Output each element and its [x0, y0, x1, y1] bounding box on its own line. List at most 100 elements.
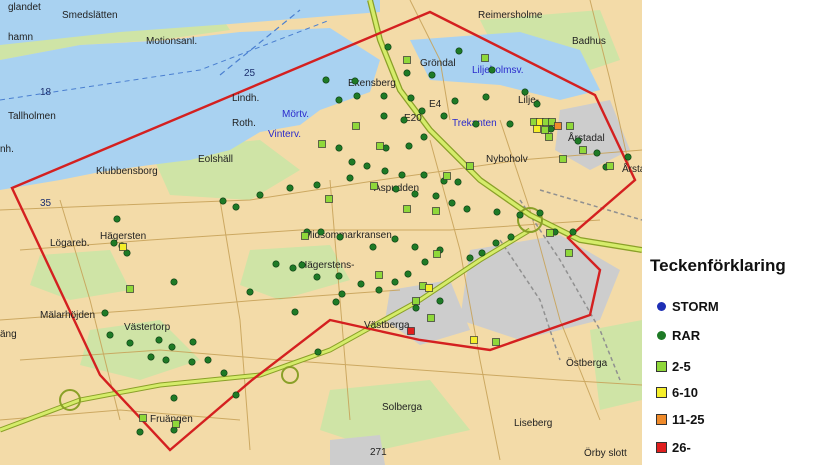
- rar-marker[interactable]: [593, 149, 601, 157]
- count-marker-c2_5[interactable]: [139, 414, 147, 422]
- rar-marker[interactable]: [289, 264, 297, 272]
- rar-marker[interactable]: [232, 391, 240, 399]
- rar-marker[interactable]: [412, 304, 420, 312]
- count-marker-c2_5[interactable]: [318, 140, 326, 148]
- rar-marker[interactable]: [380, 112, 388, 120]
- count-marker-c2_5[interactable]: [301, 232, 309, 240]
- rar-marker[interactable]: [404, 270, 412, 278]
- count-marker-c2_5[interactable]: [565, 249, 573, 257]
- rar-marker[interactable]: [400, 116, 408, 124]
- rar-marker[interactable]: [428, 71, 436, 79]
- rar-marker[interactable]: [110, 239, 118, 247]
- rar-marker[interactable]: [391, 235, 399, 243]
- rar-marker[interactable]: [335, 144, 343, 152]
- count-marker-c2_5[interactable]: [548, 118, 556, 126]
- rar-marker[interactable]: [155, 336, 163, 344]
- rar-marker[interactable]: [398, 171, 406, 179]
- rar-marker[interactable]: [298, 261, 306, 269]
- rar-marker[interactable]: [466, 254, 474, 262]
- rar-marker[interactable]: [448, 199, 456, 207]
- count-marker-c2_5[interactable]: [427, 314, 435, 322]
- rar-marker[interactable]: [506, 120, 514, 128]
- rar-marker[interactable]: [170, 278, 178, 286]
- rar-marker[interactable]: [536, 209, 544, 217]
- count-marker-c2_5[interactable]: [403, 56, 411, 64]
- rar-marker[interactable]: [313, 181, 321, 189]
- count-marker-c2_5[interactable]: [492, 338, 500, 346]
- rar-marker[interactable]: [113, 215, 121, 223]
- rar-marker[interactable]: [492, 239, 500, 247]
- rar-marker[interactable]: [533, 100, 541, 108]
- rar-marker[interactable]: [335, 272, 343, 280]
- rar-marker[interactable]: [188, 358, 196, 366]
- rar-marker[interactable]: [391, 278, 399, 286]
- rar-marker[interactable]: [353, 92, 361, 100]
- rar-marker[interactable]: [507, 233, 515, 241]
- rar-marker[interactable]: [420, 171, 428, 179]
- rar-marker[interactable]: [569, 228, 577, 236]
- rar-marker[interactable]: [420, 133, 428, 141]
- rar-marker[interactable]: [313, 273, 321, 281]
- rar-marker[interactable]: [463, 205, 471, 213]
- rar-marker[interactable]: [384, 43, 392, 51]
- rar-marker[interactable]: [332, 298, 340, 306]
- rar-marker[interactable]: [381, 167, 389, 175]
- count-marker-c6_10[interactable]: [533, 125, 541, 133]
- count-marker-c2_5[interactable]: [559, 155, 567, 163]
- rar-marker[interactable]: [436, 297, 444, 305]
- count-marker-c2_5[interactable]: [433, 250, 441, 258]
- count-marker-c2_5[interactable]: [466, 162, 474, 170]
- rar-marker[interactable]: [348, 158, 356, 166]
- count-marker-c2_5[interactable]: [579, 146, 587, 154]
- count-marker-c26[interactable]: [407, 327, 415, 335]
- rar-marker[interactable]: [338, 290, 346, 298]
- rar-marker[interactable]: [405, 142, 413, 150]
- rar-marker[interactable]: [317, 228, 325, 236]
- rar-marker[interactable]: [493, 208, 501, 216]
- rar-marker[interactable]: [170, 394, 178, 402]
- rar-marker[interactable]: [369, 243, 377, 251]
- rar-marker[interactable]: [432, 192, 440, 200]
- count-marker-c2_5[interactable]: [546, 229, 554, 237]
- count-marker-c2_5[interactable]: [172, 420, 180, 428]
- rar-marker[interactable]: [106, 331, 114, 339]
- rar-marker[interactable]: [624, 153, 632, 161]
- rar-marker[interactable]: [440, 112, 448, 120]
- count-marker-c2_5[interactable]: [432, 207, 440, 215]
- rar-marker[interactable]: [375, 286, 383, 294]
- rar-marker[interactable]: [147, 353, 155, 361]
- rar-marker[interactable]: [335, 96, 343, 104]
- count-marker-c2_5[interactable]: [376, 142, 384, 150]
- rar-marker[interactable]: [351, 77, 359, 85]
- rar-marker[interactable]: [418, 107, 426, 115]
- count-marker-c2_5[interactable]: [545, 133, 553, 141]
- rar-marker[interactable]: [411, 243, 419, 251]
- rar-marker[interactable]: [482, 93, 490, 101]
- rar-marker[interactable]: [291, 308, 299, 316]
- rar-marker[interactable]: [346, 174, 354, 182]
- count-marker-c6_10[interactable]: [425, 284, 433, 292]
- count-marker-c6_10[interactable]: [470, 336, 478, 344]
- rar-marker[interactable]: [454, 178, 462, 186]
- count-marker-c2_5[interactable]: [375, 271, 383, 279]
- count-marker-c2_5[interactable]: [370, 182, 378, 190]
- rar-marker[interactable]: [322, 76, 330, 84]
- rar-marker[interactable]: [189, 338, 197, 346]
- rar-marker[interactable]: [204, 356, 212, 364]
- count-marker-c2_5[interactable]: [541, 126, 549, 134]
- count-marker-c2_5[interactable]: [481, 54, 489, 62]
- rar-marker[interactable]: [403, 69, 411, 77]
- rar-marker[interactable]: [407, 94, 415, 102]
- count-marker-c2_5[interactable]: [412, 297, 420, 305]
- rar-marker[interactable]: [219, 197, 227, 205]
- count-marker-c2_5[interactable]: [403, 205, 411, 213]
- rar-marker[interactable]: [126, 339, 134, 347]
- rar-marker[interactable]: [363, 162, 371, 170]
- rar-marker[interactable]: [136, 428, 144, 436]
- rar-marker[interactable]: [451, 97, 459, 105]
- rar-marker[interactable]: [220, 369, 228, 377]
- count-marker-c2_5[interactable]: [443, 172, 451, 180]
- rar-marker[interactable]: [272, 260, 280, 268]
- count-marker-c2_5[interactable]: [126, 285, 134, 293]
